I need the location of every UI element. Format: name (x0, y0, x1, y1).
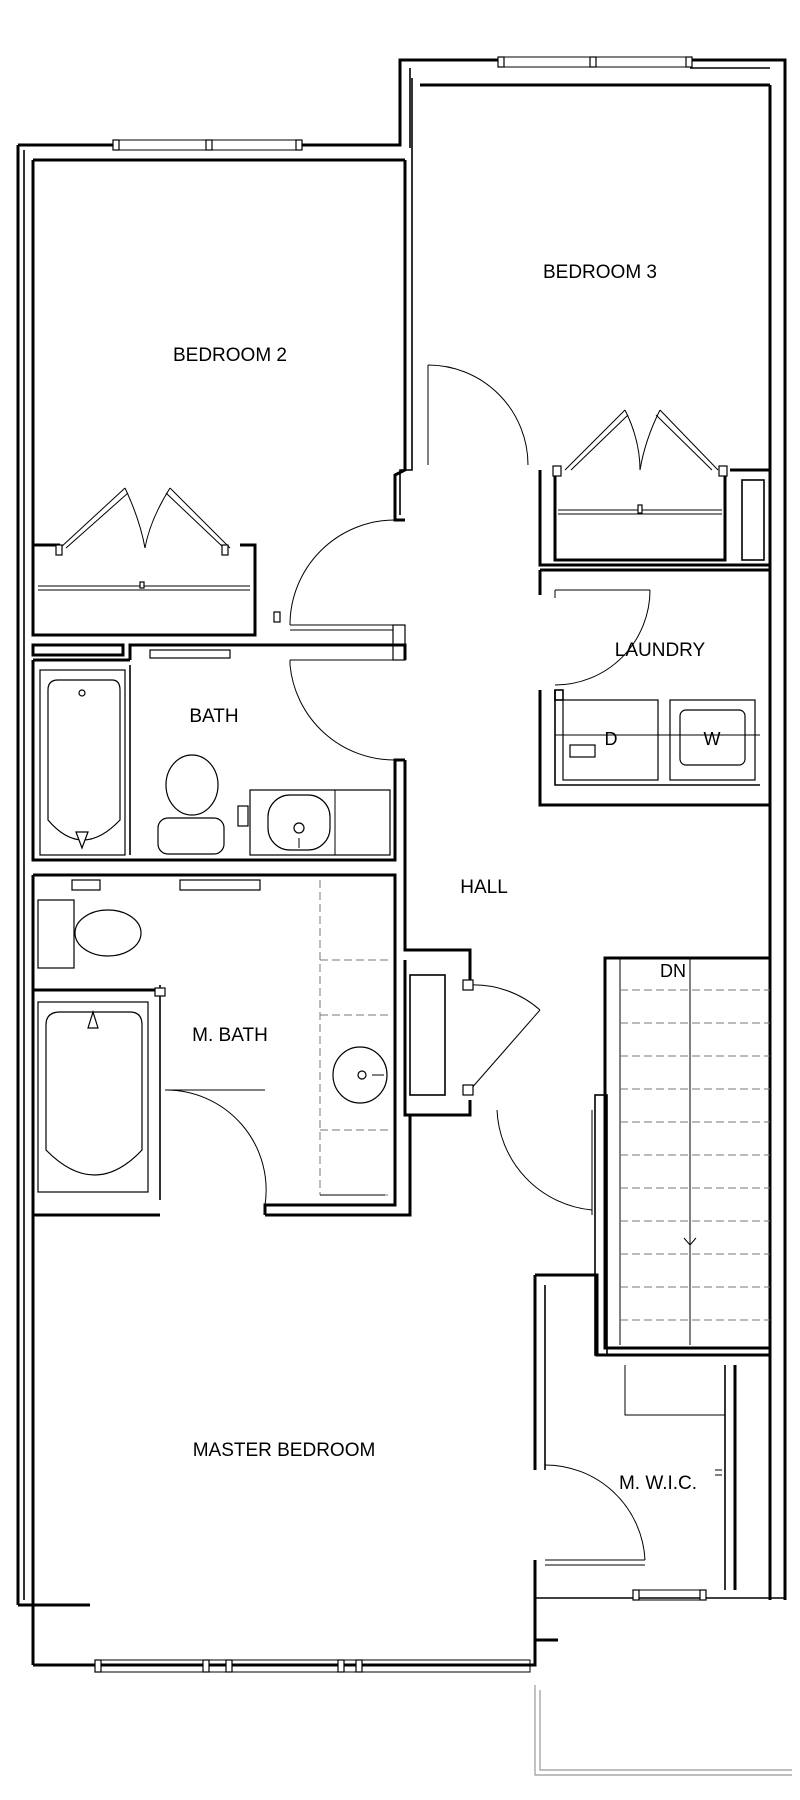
toilet-bath (157, 754, 225, 855)
door-swing-master-bath (164, 1089, 267, 1206)
room-labels: BEDROOM 2 BEDROOM 3 BATH LAUNDRY HALL M.… (173, 262, 706, 1494)
room-label-bath: BATH (189, 706, 238, 727)
room-label-walk-in-closet: M. W.I.C. (619, 1473, 697, 1494)
bathtub-master-bath (37, 987, 166, 1193)
bifold-door-bedroom3-left (564, 409, 626, 471)
door-swing-walk-in-closet (544, 1464, 646, 1561)
room-label-laundry: LAUNDRY (615, 640, 706, 661)
room-label-master-bath: M. BATH (192, 1025, 268, 1046)
sink-bath (237, 789, 391, 856)
bedroom2-door (273, 519, 406, 661)
washer-label: W (704, 729, 721, 749)
window-master-bedroom (94, 1659, 531, 1673)
washer: W (669, 699, 756, 781)
bifold-door-bedroom3-right (659, 409, 719, 471)
dryer-label: D (605, 729, 618, 749)
master-bedroom-walls (31, 1115, 770, 1665)
bifold-door-bedroom2-left (59, 487, 126, 549)
bathtub (39, 669, 126, 856)
bedroom2-walls (31, 78, 413, 637)
room-label-hall: HALL (460, 877, 508, 898)
room-label-master-bedroom: MASTER BEDROOM (193, 1440, 376, 1461)
balcony-outline (534, 1685, 792, 1776)
room-label-bedroom3: BEDROOM 3 (543, 262, 657, 283)
master-bath-walls (31, 873, 397, 1217)
toilet-master-bath (37, 899, 142, 969)
exterior-walls (16, 56, 792, 1776)
room-label-bedroom2: BEDROOM 2 (173, 345, 287, 366)
vanity-master-bath (319, 880, 390, 1196)
door-swing-bath (289, 664, 396, 761)
door-swing-bedroom3 (427, 364, 529, 466)
stairs-direction-label: DN (660, 961, 686, 981)
dryer: D (562, 699, 659, 781)
bifold-door-bedroom2-right (169, 487, 231, 549)
window-walk-in-closet (632, 1589, 707, 1601)
window-bedroom2 (112, 139, 303, 151)
stairs: DN (594, 956, 772, 1356)
door-swing-laundry (554, 589, 651, 686)
laundry-walls: D W (538, 568, 770, 807)
door-swing-master (496, 1109, 593, 1211)
bedroom3-walls (427, 364, 770, 567)
hall-walls (403, 760, 593, 1215)
window-bedroom3 (497, 56, 693, 68)
bath-walls (31, 643, 407, 862)
door-swing-linen (469, 984, 541, 1011)
